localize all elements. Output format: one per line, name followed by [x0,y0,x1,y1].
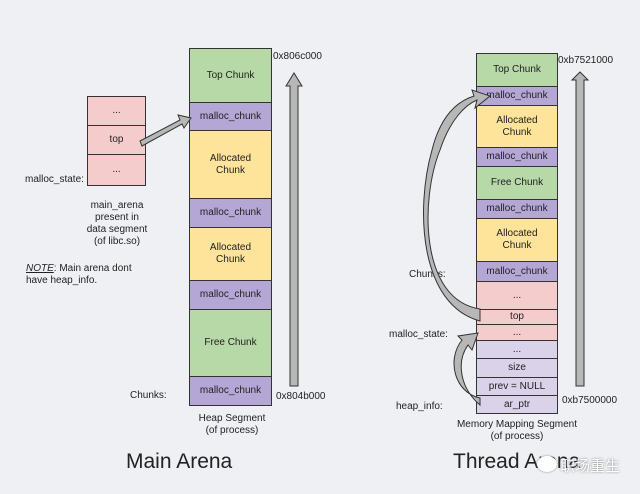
main-arena-note: NOTE: Main arena dont have heap_info. [26,263,132,287]
thread-malloc-state-label: malloc_state: [389,329,448,340]
block-text: malloc_chunk [486,265,548,277]
caption-line: (of process) [490,431,544,442]
main-addr-low: 0x804b000 [276,391,326,402]
main-heap-block-malloc-chunk: malloc_chunk [189,102,272,131]
block-text: Free Chunk [204,337,257,348]
thread-heap-info-label: heap_info: [396,401,443,412]
main-arena-caption: main_arena present in data segment (of l… [80,200,154,248]
main-heap-caption: Heap Segment (of process) [184,413,280,437]
thread-ar-ptr-pointer-arrow [453,332,481,407]
main-heap-block-allocated-chunk: Allocated Chunk [189,130,272,199]
field-text: prev = NULL [488,380,546,392]
block-text: Free Chunk [490,177,544,188]
main-arena-title: Main Arena [126,450,233,473]
thread-malloc-state-field-1: ... [476,281,558,310]
field-text: ar_ptr [503,398,531,410]
main-addr-high: 0x806c000 [273,51,322,62]
main-malloc-state-label: malloc_state: [25,174,84,185]
main-heap-block-allocated-chunk: Allocated Chunk [189,227,272,281]
thread-heap-info-field-size: size [476,358,558,378]
field-text: size [508,362,526,373]
block-text: Allocated Chunk [209,242,252,265]
thread-addr-high: 0xb7521000 [558,55,614,66]
block-text: Allocated Chunk [496,114,538,138]
caption-line: Heap Segment [198,413,266,424]
block-text: malloc_chunk [199,207,262,218]
field-text: top [510,311,524,322]
block-text: malloc_chunk [486,203,548,214]
block-text: malloc_chunk [199,385,262,396]
thread-block-free-chunk: Free Chunk [476,166,558,200]
block-text: malloc_chunk [199,289,262,300]
block-text: malloc_chunk [199,110,262,122]
main-top-pointer-arrow [139,114,192,147]
thread-block-allocated-chunk: Allocated Chunk [476,218,558,262]
thread-chunks-label: Chunks: [409,269,446,280]
main-heap-block-malloc-chunk: malloc_chunk [189,376,272,406]
thread-heap-info-field-ar-ptr: ar_ptr [476,395,558,414]
watermark-logo-icon [537,456,557,472]
note-label: NOTE [26,263,54,274]
field-text: ... [512,326,522,338]
caption-line: (of process) [205,425,259,436]
block-text: Top Chunk [493,64,541,75]
field-text: ... [512,343,522,355]
field-text: ... [112,164,121,175]
main-chunks-label: Chunks: [130,390,167,401]
thread-top-pointer-arrow [423,89,492,322]
block-text: Top Chunk [206,69,255,81]
main-heap-block-top-chunk: Top Chunk [189,48,272,103]
caption-line: Memory Mapping Segment [456,419,578,430]
thread-addr-low: 0xb7500000 [562,395,618,406]
main-heap-block-malloc-chunk: malloc_chunk [189,198,272,228]
field-text: ... [112,105,121,116]
caption-line: main_arena [90,200,144,211]
caption-line: data segment [86,224,148,235]
caption-line: present in [95,212,139,223]
watermark: 职场重生 [560,457,621,475]
main-malloc-state-field-3: ... [87,154,146,186]
caption-line: (of libc.so) [93,236,141,247]
block-text: malloc_chunk [486,151,548,162]
block-text: malloc_chunk [486,90,548,101]
block-text: Allocated Chunk [496,228,538,251]
thread-block-allocated-chunk: Allocated Chunk [476,105,558,148]
main-heap-block-free-chunk: Free Chunk [189,309,272,377]
note-text: : Main arena dont [53,263,132,274]
thread-caption: Memory Mapping Segment (of process) [450,419,584,443]
thread-address-growth-arrow [570,71,590,387]
block-text: Allocated Chunk [209,152,252,176]
field-text: top [109,134,124,145]
note-text-2: have heap_info. [26,275,98,286]
field-text: ... [512,289,522,301]
main-address-growth-arrow [285,72,303,387]
thread-block-top-chunk: Top Chunk [476,53,558,87]
main-malloc-state-field-1: ... [87,96,146,126]
